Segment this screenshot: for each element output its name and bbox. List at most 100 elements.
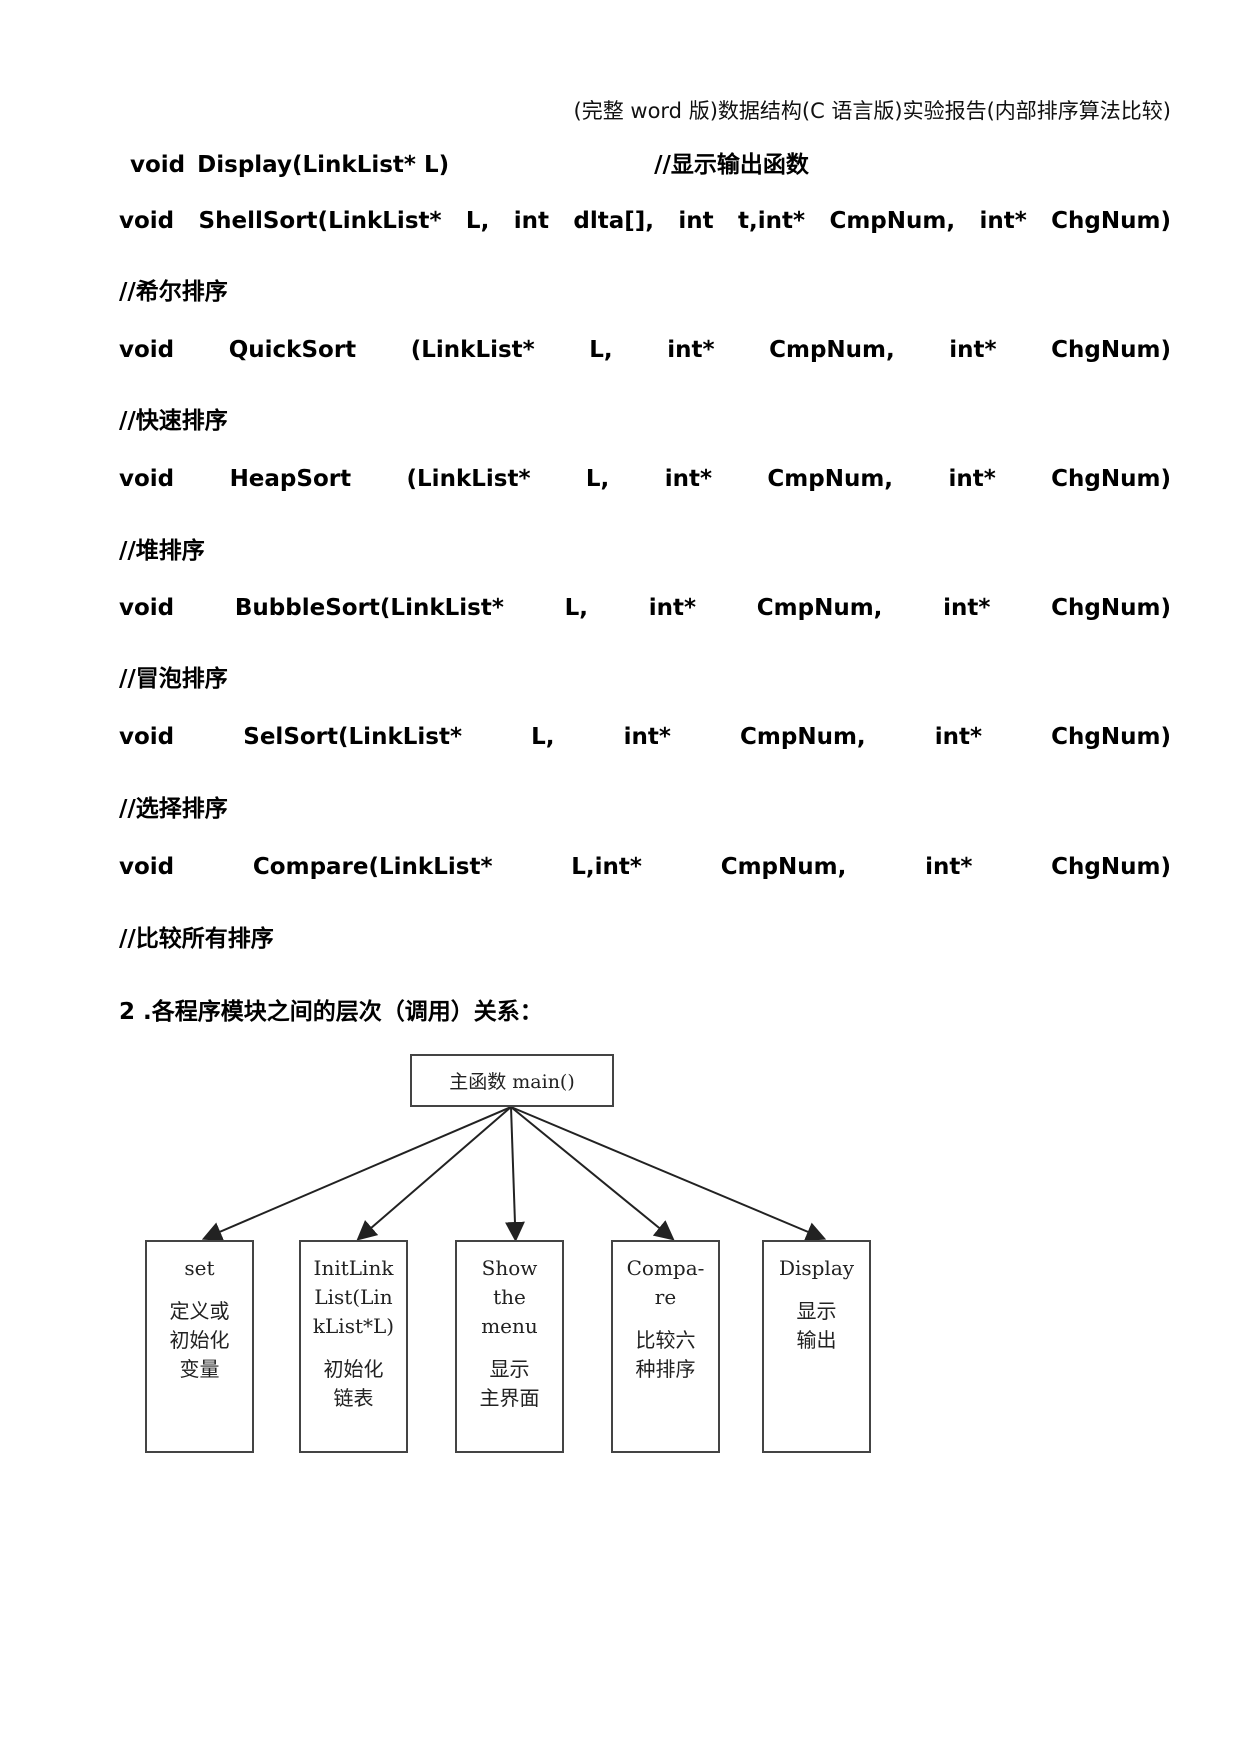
module-name-line: re xyxy=(654,1285,677,1309)
signature-token: CmpNum, xyxy=(740,724,866,750)
module-description-line: 链表 xyxy=(333,1386,374,1410)
signature-token: CmpNum, xyxy=(756,595,883,621)
signature-token: void xyxy=(119,595,175,621)
call-arrow xyxy=(504,1106,525,1242)
module-description: 显示主界面 xyxy=(457,1355,562,1413)
module-name-line: the xyxy=(493,1285,526,1309)
signature-token: CmpNum, xyxy=(769,337,895,363)
signature-token: void xyxy=(130,152,186,178)
signature-token: SelSort(LinkList* xyxy=(243,724,462,750)
signature-token: ChgNum) xyxy=(1051,854,1171,880)
function-signature: void Compare(LinkList* L,int* CmpNum, int* Ch… xyxy=(119,854,1171,880)
module-description: 初始化链表 xyxy=(301,1355,406,1413)
signature-token: Compare(LinkList* xyxy=(252,854,493,880)
function-comment: //希尔排序 xyxy=(119,279,228,305)
call-arrow xyxy=(510,1106,675,1241)
signature-token: int* xyxy=(979,208,1027,234)
signature-token: L, xyxy=(531,724,555,750)
signature-token: int* xyxy=(664,466,712,492)
module-name-line: Show xyxy=(481,1256,538,1280)
signature-token: ChgNum) xyxy=(1051,208,1171,234)
module-name-line: menu xyxy=(481,1314,538,1338)
signature-token: L, xyxy=(465,208,490,234)
signature-token: int* xyxy=(948,466,996,492)
call-arrow xyxy=(510,1106,827,1242)
module-description-line: 显示 xyxy=(489,1357,530,1381)
signature-token: CmpNum, xyxy=(829,208,956,234)
module-description-line: 初始化 xyxy=(169,1328,230,1352)
signature-token: int* xyxy=(934,724,983,750)
module-box: set 定义或初始化变量 xyxy=(145,1240,254,1453)
signature-token: L, xyxy=(564,595,589,621)
function-comment: //选择排序 xyxy=(119,796,228,822)
running-header: (完整 word 版)数据结构(C 语言版)实验报告(内部排序算法比较) xyxy=(573,99,1171,123)
signature-token: int xyxy=(678,208,714,234)
signature-token: QuickSort xyxy=(228,337,357,363)
module-name: Compa-re xyxy=(613,1254,718,1312)
module-description-line: 种排序 xyxy=(635,1357,696,1381)
module-name: Show the menu xyxy=(457,1254,562,1341)
function-comment: //快速排序 xyxy=(119,408,228,434)
signature-token: ChgNum) xyxy=(1051,337,1171,363)
main-function-label: 主函数 main() xyxy=(449,1071,575,1093)
module-box: Show the menu 显示主界面 xyxy=(455,1240,564,1453)
main-function-box: 主函数 main() xyxy=(410,1054,614,1107)
function-comment: //堆排序 xyxy=(119,538,205,564)
module-description: 比较六种排序 xyxy=(613,1326,718,1384)
module-box: Compa-re 比较六种排序 xyxy=(611,1240,720,1453)
signature-token: L, xyxy=(585,466,610,492)
module-description-line: 输出 xyxy=(796,1328,837,1352)
signature-token: HeapSort xyxy=(229,466,352,492)
signature-token: //显示输出函数 xyxy=(654,152,809,178)
module-description-line: 比较六 xyxy=(635,1328,696,1352)
signature-token: ShellSort(LinkList* xyxy=(198,208,442,234)
module-name-line: kList*L) xyxy=(312,1314,395,1338)
function-comment: //比较所有排序 xyxy=(119,926,274,952)
module-name-line: InitLink xyxy=(313,1256,394,1280)
signature-token: BubbleSort(LinkList* xyxy=(234,595,504,621)
module-description-line: 变量 xyxy=(179,1357,220,1381)
signature-token: int xyxy=(513,208,549,234)
signature-token: void xyxy=(119,337,175,363)
signature-token: CmpNum, xyxy=(767,466,894,492)
module-description-line: 定义或 xyxy=(169,1299,230,1323)
signature-token: void xyxy=(119,724,175,750)
signature-token: int* xyxy=(925,854,973,880)
module-description-line: 显示 xyxy=(796,1299,837,1323)
signature-token: int* xyxy=(667,337,715,363)
function-comment: //冒泡排序 xyxy=(119,666,228,692)
module-description-line: 初始化 xyxy=(323,1357,384,1381)
signature-token: (LinkList* xyxy=(406,466,531,492)
signature-token: ChgNum) xyxy=(1051,595,1171,621)
module-name-line: List(Lin xyxy=(314,1285,393,1309)
signature-token: void xyxy=(119,466,175,492)
signature-token: int* xyxy=(623,724,671,750)
signature-token: CmpNum, xyxy=(720,854,847,880)
signature-token: void xyxy=(119,208,175,234)
module-description: 定义或初始化变量 xyxy=(147,1297,252,1384)
call-arrow xyxy=(201,1106,512,1241)
module-name-line: Compa- xyxy=(626,1256,705,1280)
module-name: Display xyxy=(764,1254,869,1283)
section-heading: 2 .各程序模块之间的层次（调用）关系： xyxy=(119,999,543,1025)
module-description-line: 主界面 xyxy=(479,1386,540,1410)
signature-token: L, xyxy=(589,337,613,363)
module-description: 显示输出 xyxy=(764,1297,869,1355)
module-name: set xyxy=(147,1254,252,1283)
signature-token: int* xyxy=(648,595,697,621)
call-arrow xyxy=(356,1106,512,1241)
signature-token: void xyxy=(119,854,175,880)
signature-token: (LinkList* xyxy=(410,337,535,363)
module-name-line: Display xyxy=(778,1256,855,1280)
signature-token: L,int* xyxy=(571,854,642,880)
signature-token: dlta[], xyxy=(573,208,654,234)
module-name-line: set xyxy=(184,1256,215,1280)
